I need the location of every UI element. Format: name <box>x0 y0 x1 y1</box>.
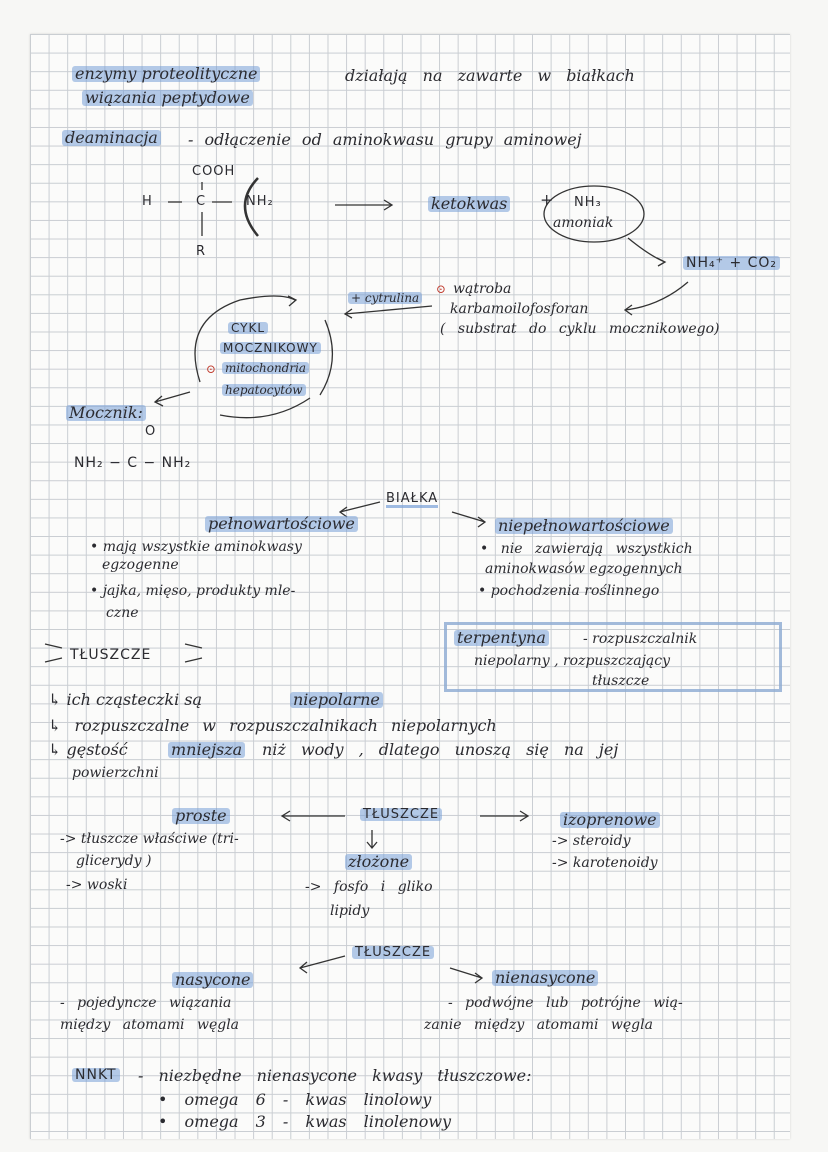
plus-sign: + <box>540 190 554 209</box>
proteins-complete-item: • jajka, mięso, produkty mle- <box>90 583 296 599</box>
fats-lower: mniejsza <box>168 742 246 758</box>
fats-simple-item: -> woski <box>66 877 128 893</box>
h-label: H <box>142 194 153 209</box>
nh2-label: NH₂ <box>246 194 274 209</box>
enzymes-text: działają na zawarte w białkach <box>345 66 635 85</box>
turpentine-box <box>444 622 782 692</box>
cycle-title-2: MOCZNIKOWY <box>220 342 321 354</box>
proteins-incomplete-item: • pochodzenia roślinnego <box>478 583 660 599</box>
proteins-complete-item: egzogenne <box>102 557 179 573</box>
proteins-incomplete-item: aminokwasów egzogennych <box>485 561 683 577</box>
turpentine-text: - rozpuszczalnik <box>583 631 698 647</box>
fats-line-3: powierzchni <box>72 765 159 781</box>
proteins-complete: pełnowartościowe <box>205 516 358 532</box>
fats-nonpolar: niepolarne <box>290 692 383 708</box>
citrulline-label: + cytrulina <box>348 292 423 304</box>
deamination-term: deaminacja <box>62 130 161 146</box>
nnkt-item: • omega 3 - kwas linolenowy <box>158 1112 452 1131</box>
urea-formula: NH₂ − C − NH₂ <box>74 455 192 471</box>
c-label: C <box>196 194 207 209</box>
proteins-complete-item: • mają wszystkie aminokwasy <box>90 539 302 555</box>
proteins-incomplete-item: • nie zawierają wszystkich <box>480 541 693 557</box>
ammonia-label: amoniak <box>553 215 614 231</box>
saturated-item: - pojedyncze wiązania <box>60 995 232 1011</box>
enzymes-term: enzymy proteolityczne <box>72 66 261 82</box>
fats-title: TŁUSZCZE <box>70 647 152 663</box>
nnkt-term: NNKT <box>72 1068 120 1082</box>
pin-icon: ⊙ <box>206 362 217 376</box>
cooh-label: COOH <box>192 164 236 179</box>
grid-paper <box>30 34 790 1139</box>
fats-isoprene-item: -> karotenoidy <box>552 855 658 871</box>
urea-label: Mocznik: <box>66 405 146 421</box>
nnkt-text: - niezbędne nienasycone kwasy tłuszczowe… <box>138 1066 532 1085</box>
pin-icon: ⊙ <box>436 282 447 296</box>
liver-label: wątroba <box>453 281 512 297</box>
fats-isoprene-item: -> steroidy <box>552 833 631 849</box>
fats-simple: proste <box>172 808 230 824</box>
unsaturated-item: - podwójne lub potrójne wią- <box>448 995 683 1011</box>
unsaturated-item: zanie między atomami węgla <box>424 1017 653 1033</box>
fats-line-1: ↳ ich cząsteczki są <box>48 690 203 709</box>
proteins-incomplete: niepełnowartościowe <box>495 518 673 534</box>
urea-oxygen: O <box>145 424 157 439</box>
substrate-label: ( substrat do cyklu mocznikowego) <box>440 321 720 337</box>
fats-saturated: nasycone <box>172 972 254 988</box>
nnkt-item: • omega 6 - kwas linolowy <box>158 1090 432 1109</box>
turpentine-text: tłuszcze <box>592 673 650 689</box>
fats-types-center: TŁUSZCZE <box>360 808 443 821</box>
hepato-label: hepatocytów <box>222 384 306 396</box>
ketoacid-label: ketokwas <box>428 196 511 212</box>
fats-simple-item: glicerydy ) <box>76 853 152 869</box>
mito-label: mitochondria <box>222 362 310 374</box>
fats-isoprene: izoprenowe <box>560 812 660 828</box>
r-label: R <box>196 244 207 259</box>
fats-line-2: ↳ rozpuszczalne w rozpuszczalnikach niep… <box>48 716 497 735</box>
proteins-complete-item: czne <box>106 605 139 621</box>
fats-complex-item: -> fosfo i gliko <box>305 879 433 895</box>
turpentine-text: niepolarny , rozpuszczający <box>474 653 670 669</box>
enzymes-term2: wiązania peptydowe <box>82 90 253 106</box>
fats-simple-item: -> tłuszcze właściwe (tri- <box>60 831 239 847</box>
cycle-title-1: CYKL <box>228 322 269 334</box>
carbamoyl-label: karbamoilofosforan <box>450 301 589 317</box>
turpentine-term: terpentyna <box>454 630 549 646</box>
nh4-label: NH₄⁺ + CO₂ <box>683 256 781 270</box>
fats-complex: złożone <box>345 854 413 870</box>
saturation-center: TŁUSZCZE <box>352 946 435 959</box>
fats-complex-item: lipidy <box>330 903 370 919</box>
deamination-definition: - odłączenie od aminokwasu grupy aminowe… <box>188 130 582 149</box>
fats-unsaturated: nienasycone <box>492 970 599 986</box>
proteins-title: BIAŁKA <box>386 491 439 508</box>
nh3-label: NH₃ <box>574 195 602 210</box>
fats-line-3: niż wody , dlatego unoszą się na jej <box>262 740 619 759</box>
saturated-item: między atomami węgla <box>60 1017 240 1033</box>
fats-line-3: ↳ gęstość <box>48 740 128 759</box>
